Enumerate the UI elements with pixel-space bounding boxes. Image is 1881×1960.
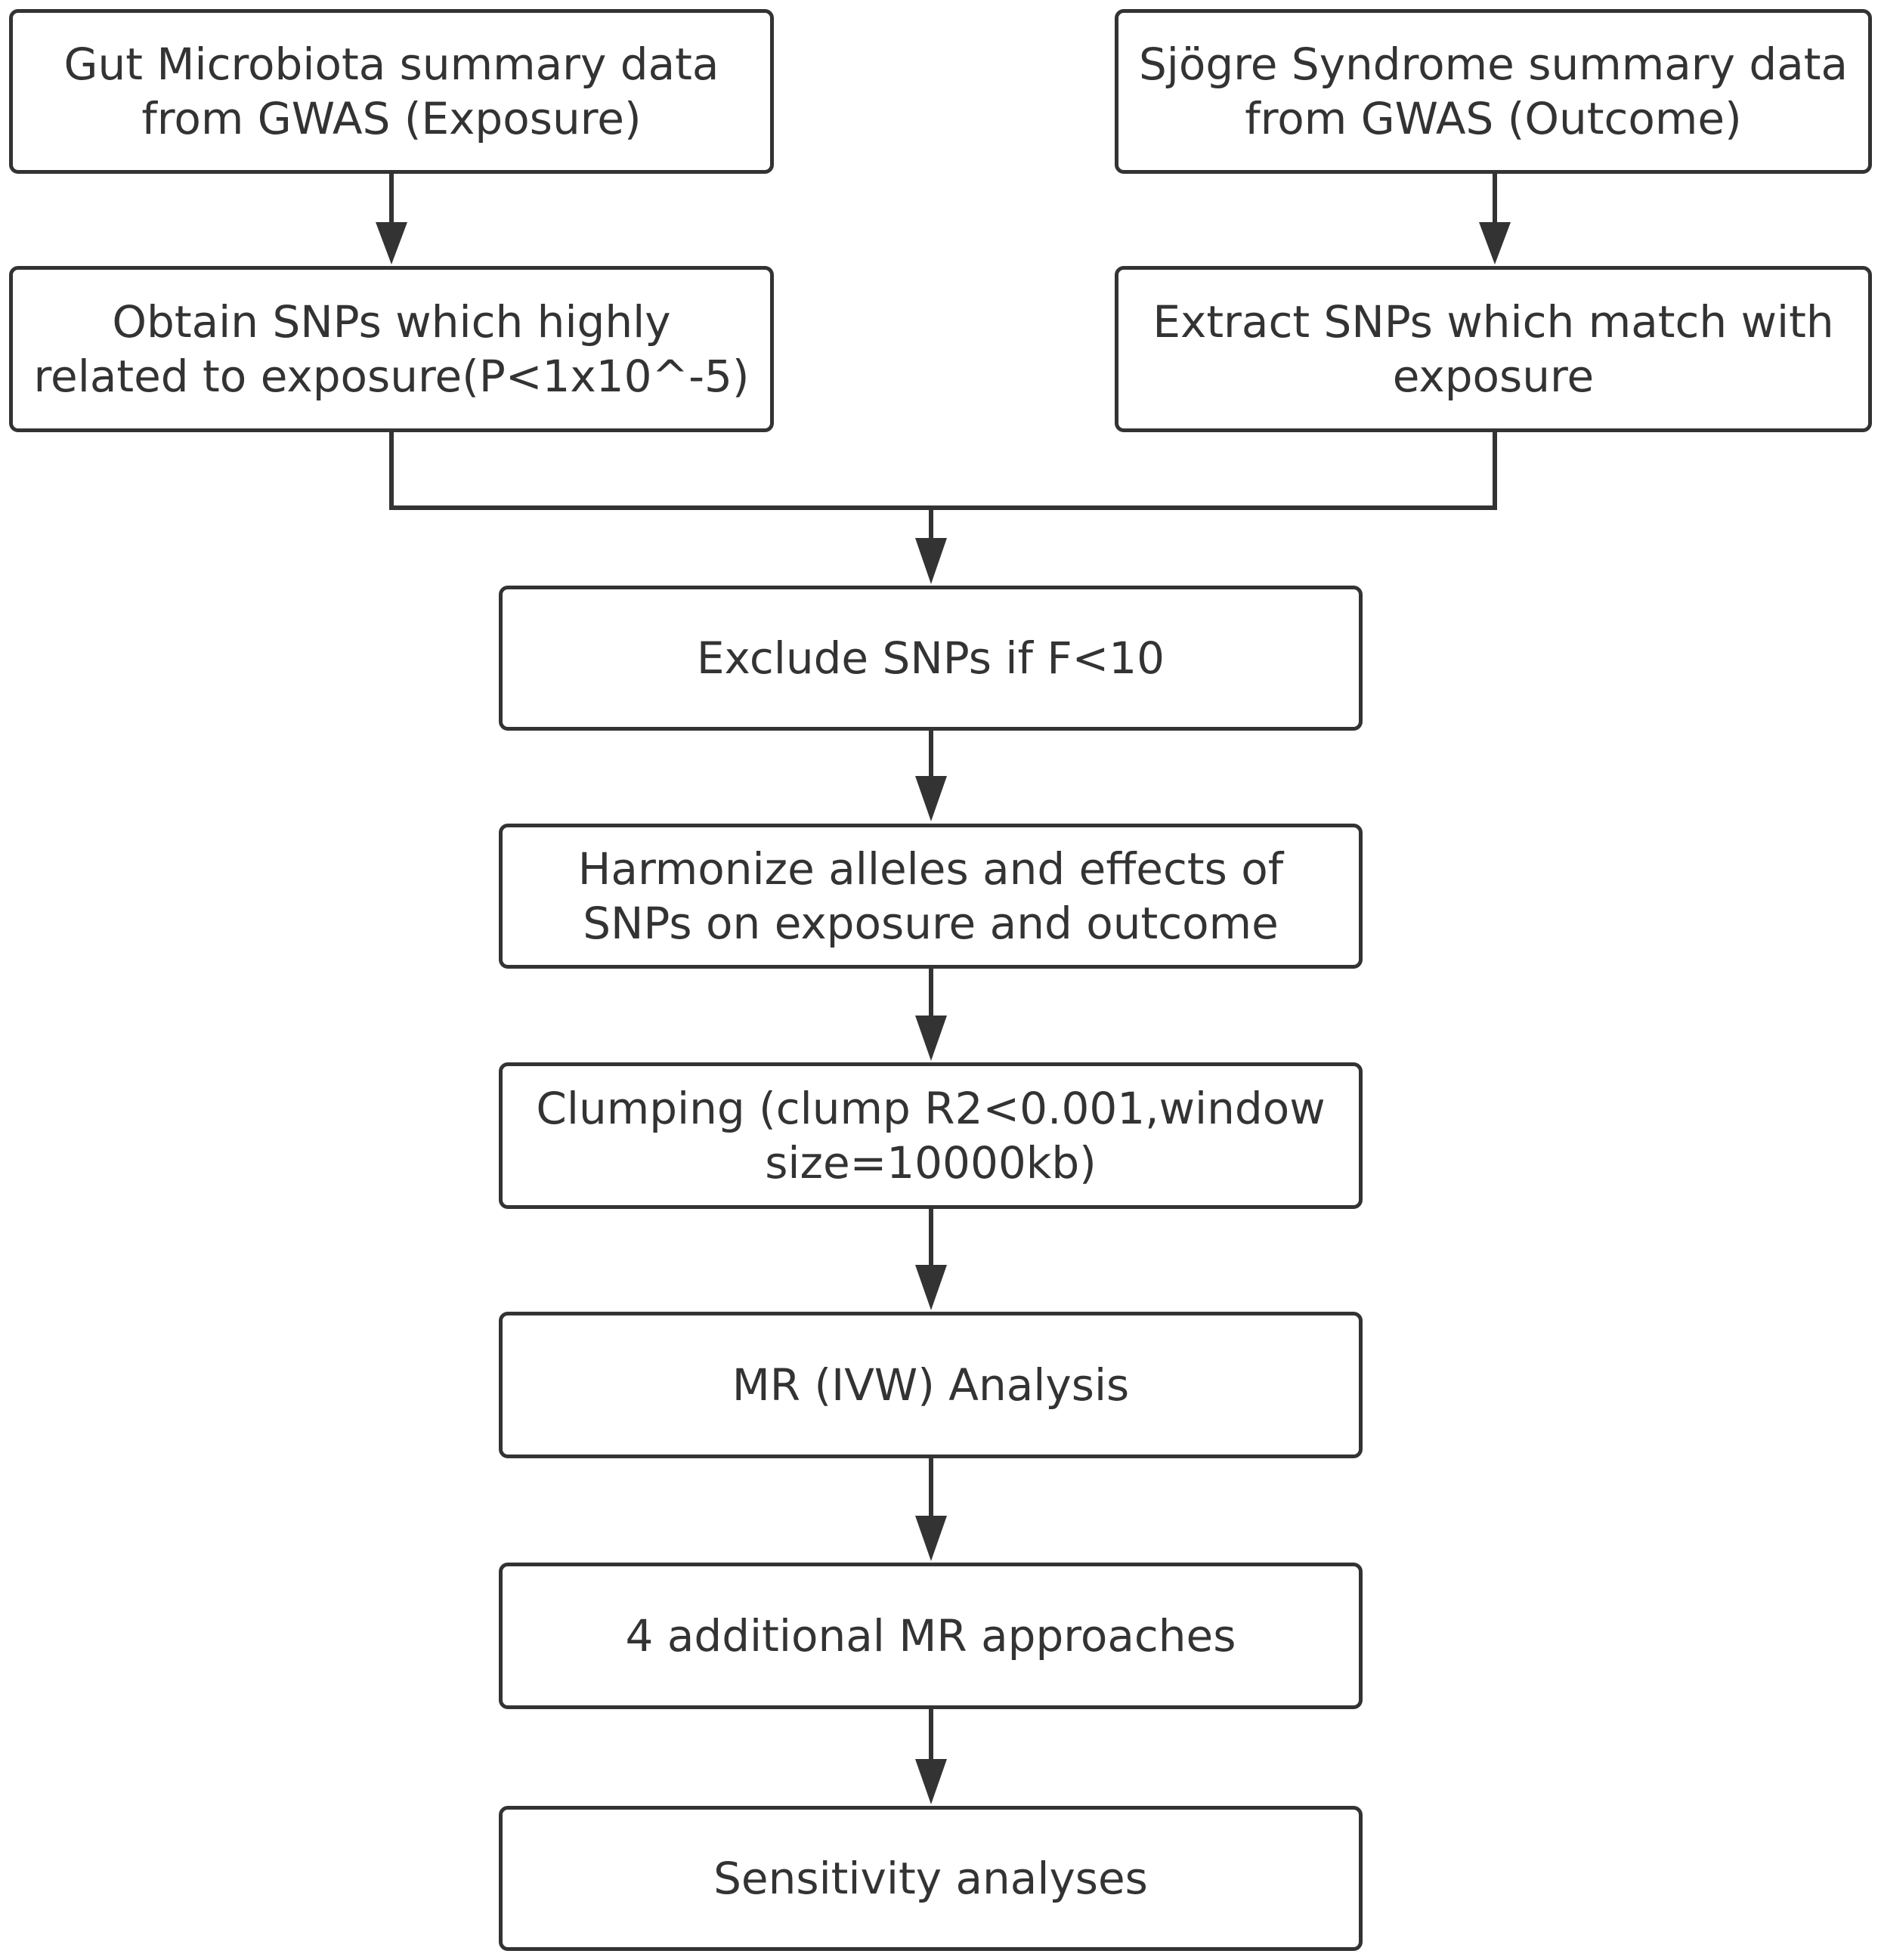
sensitivity-label: Sensitivity analyses — [713, 1852, 1148, 1904]
clumping-box: Clumping (clump R2<0.001,window size=100… — [499, 1062, 1363, 1209]
obtain-snps-box: Obtain SNPs which highly related to expo… — [9, 266, 774, 432]
exclude-snps-label: Exclude SNPs if F<10 — [696, 632, 1165, 684]
exclude-snps-box: Exclude SNPs if F<10 — [499, 586, 1363, 731]
obtain-snps-label: Obtain SNPs which highly related to expo… — [33, 295, 750, 403]
connector-obtain-merge — [389, 431, 931, 510]
arrowhead-extract — [1479, 222, 1511, 264]
outcome-data-label: Sjögre Syndrome summary data from GWAS (… — [1138, 38, 1849, 145]
exposure-data-box: Gut Microbiota summary data from GWAS (E… — [9, 9, 774, 174]
mr-ivw-box: MR (IVW) Analysis — [499, 1312, 1363, 1458]
outcome-data-box: Sjögre Syndrome summary data from GWAS (… — [1115, 9, 1872, 174]
arrowhead-obtain — [376, 222, 407, 264]
arrowhead-exclude — [915, 538, 947, 584]
exposure-data-label: Gut Microbiota summary data from GWAS (E… — [63, 38, 719, 145]
arrowhead-clumping — [915, 1016, 947, 1061]
clumping-label: Clumping (clump R2<0.001,window size=100… — [536, 1082, 1326, 1189]
mr-ivw-label: MR (IVW) Analysis — [732, 1359, 1130, 1411]
extract-snps-box: Extract SNPs which match with exposure — [1115, 266, 1872, 432]
arrowhead-mr — [915, 1265, 947, 1310]
harmonize-label: Harmonize alleles and effects of SNPs on… — [577, 842, 1284, 950]
arrowhead-harmonize — [915, 776, 947, 821]
harmonize-box: Harmonize alleles and effects of SNPs on… — [499, 824, 1363, 969]
arrowhead-sensitivity — [915, 1759, 947, 1804]
additional-mr-label: 4 additional MR approaches — [625, 1609, 1236, 1662]
arrowhead-additional — [915, 1516, 947, 1561]
connector-extract-merge — [931, 431, 1497, 510]
additional-mr-box: 4 additional MR approaches — [499, 1563, 1363, 1709]
sensitivity-box: Sensitivity analyses — [499, 1806, 1363, 1951]
extract-snps-label: Extract SNPs which match with exposure — [1152, 295, 1834, 403]
